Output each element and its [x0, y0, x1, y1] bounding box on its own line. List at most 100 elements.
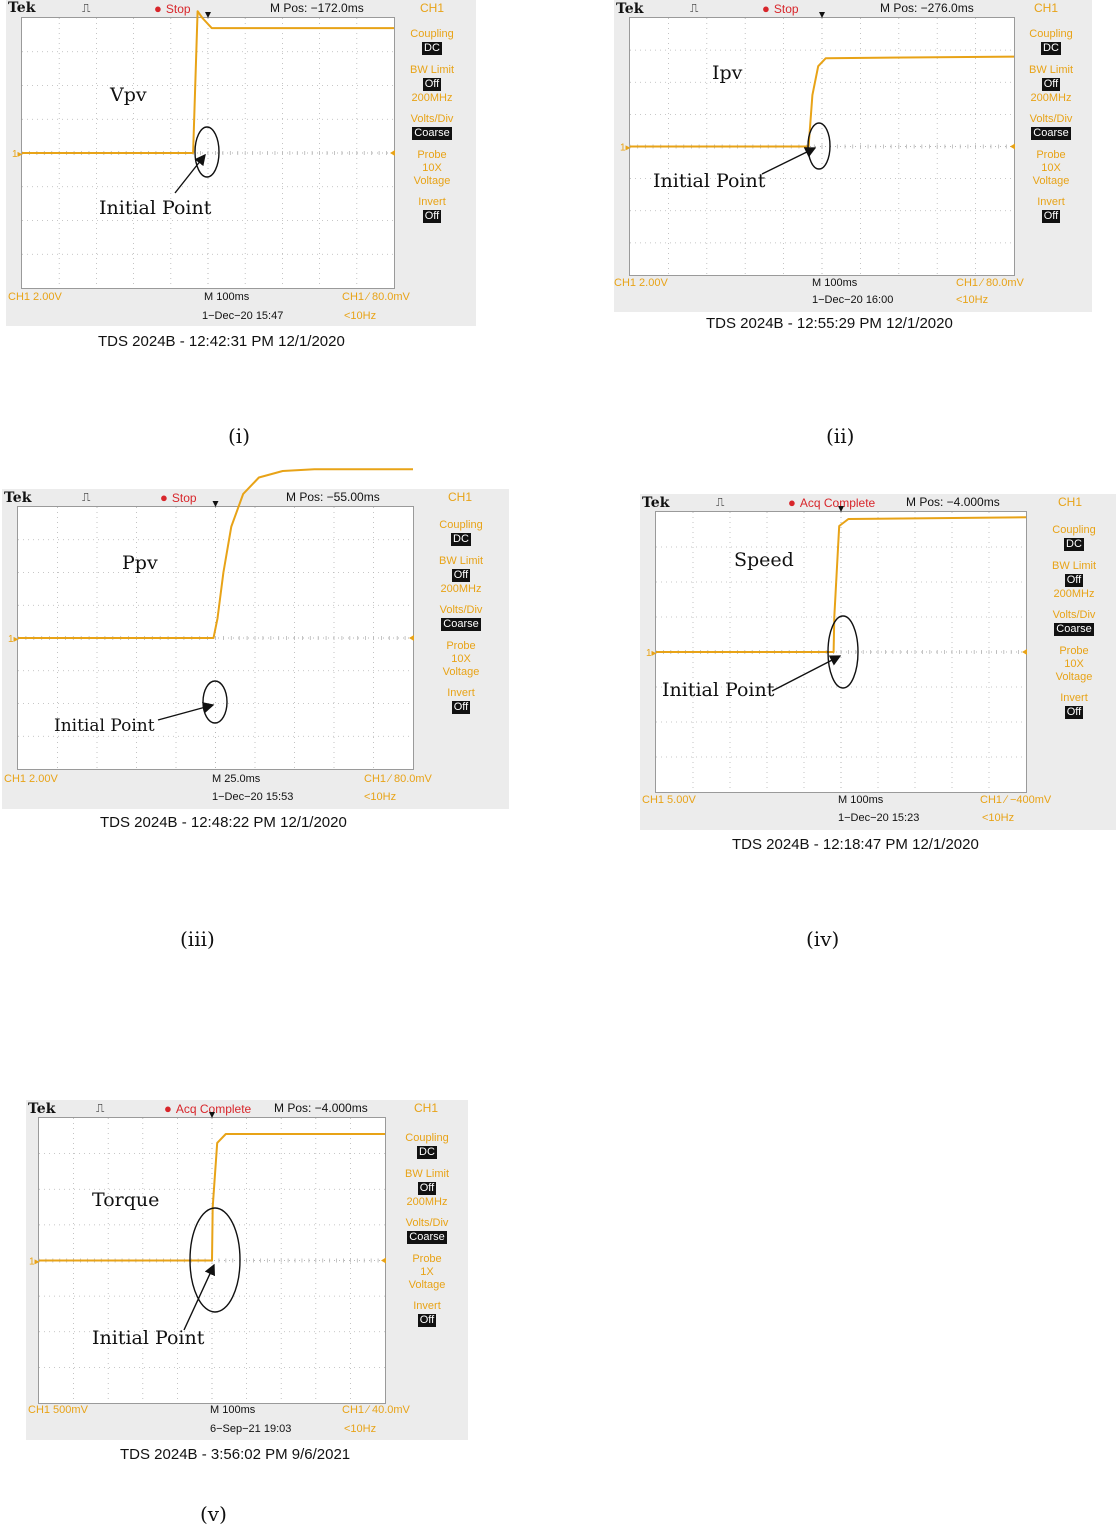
- menu-item-subtext: 10X: [1064, 658, 1084, 670]
- menu-item-label: Volts/Div: [405, 1217, 449, 1229]
- trace-plot: 1▸: [12, 10, 395, 288]
- menu-item-subtext: 1X: [420, 1266, 434, 1278]
- trigger-frequency: <10Hz: [344, 1423, 377, 1435]
- trigger-level-icon: [381, 1257, 386, 1264]
- menu-item-value: DC: [1041, 42, 1061, 55]
- trigger-level-icon: [390, 150, 395, 156]
- menu-item-label: Coupling: [410, 28, 454, 40]
- initial-point-label: Initial Point: [99, 197, 212, 219]
- scope-caption: TDS 2024B - 12:55:29 PM 12/1/2020: [706, 315, 953, 332]
- timebase: M 25.0ms: [212, 773, 261, 785]
- menu-item-subtext: 10X: [422, 162, 442, 174]
- capture-date: 1−Dec−20 15:53: [212, 791, 294, 803]
- scope-header: Tek ⎍ Stop M Pos: −172.0ms CH1: [6, 0, 476, 18]
- acquisition-state: Acq Complete: [788, 495, 875, 510]
- menu-item-label: Probe: [1036, 149, 1066, 161]
- run-mode-icon: ⎍: [96, 1101, 105, 1115]
- scope-caption: TDS 2024B - 3:56:02 PM 9/6/2021: [120, 1446, 351, 1463]
- signal-label: Ppv: [122, 552, 158, 574]
- menu-item-value: Coarse: [407, 1231, 447, 1244]
- menu-item-value: Coarse: [1054, 623, 1094, 636]
- initial-point-label: Initial Point: [662, 679, 775, 701]
- panel-label: (iv): [806, 927, 840, 951]
- trigger-level: CH1 ∕ 80.0mV: [956, 277, 1024, 289]
- menu-item-label: Invert: [413, 1300, 441, 1312]
- menu-item-label: Probe: [417, 149, 447, 161]
- menu-item-value: DC: [417, 1146, 437, 1159]
- menu-item-value: DC: [1064, 538, 1084, 551]
- timebase: M 100ms: [204, 291, 250, 303]
- horizontal-position: M Pos: −276.0ms: [880, 1, 974, 15]
- acquisition-state: Acq Complete: [164, 1101, 251, 1116]
- trigger-level-icon: [1010, 143, 1015, 150]
- brand-logo: Tek: [642, 495, 670, 511]
- channel-label: CH1: [420, 1, 445, 15]
- menu-item-label: Invert: [1037, 196, 1065, 208]
- initial-point-label: Initial Point: [653, 170, 766, 192]
- capture-date: 6−Sep−21 19:03: [210, 1423, 292, 1435]
- scope-footer: CH1 2.00V M 25.0ms 1−Dec−20 15:53 CH1 ∕ …: [2, 772, 509, 808]
- run-mode-icon: ⎍: [716, 495, 725, 509]
- horizontal-position: M Pos: −4.000ms: [274, 1101, 368, 1115]
- signal-label: Speed: [734, 549, 794, 571]
- menu-item-value: DC: [422, 42, 442, 55]
- trigger-level-icon: [409, 635, 414, 641]
- signal-label: Vpv: [110, 84, 147, 106]
- trigger-position-icon: [209, 1112, 215, 1118]
- scope-footer: CH1 2.00V M 100ms 1−Dec−20 15:47 CH1 ∕ 8…: [6, 290, 476, 326]
- channel-ground-marker: 1▸: [620, 143, 631, 154]
- channel-scale: CH1 2.00V: [4, 773, 58, 785]
- trigger-frequency: <10Hz: [344, 310, 377, 322]
- channel-scale: CH1 2.00V: [614, 277, 668, 289]
- channel-ground-marker: 1▸: [8, 634, 19, 645]
- scope-screen: 1▸: [8, 468, 414, 770]
- scope-screen: 1▸: [646, 506, 1027, 793]
- brand-logo: Tek: [4, 490, 32, 506]
- menu-item-subtext: Voltage: [413, 175, 451, 187]
- capture-date: 1−Dec−20 15:23: [838, 812, 920, 824]
- menu-item-label: Coupling: [1029, 28, 1073, 40]
- menu-item-label: Volts/Div: [410, 113, 454, 125]
- panel-label: (i): [228, 424, 251, 448]
- menu-item-subtext: 10X: [451, 653, 471, 665]
- horizontal-position: M Pos: −4.000ms: [906, 495, 1000, 509]
- menu-item-label: Probe: [446, 640, 476, 652]
- scope-header: Tek ⎍ Stop M Pos: −55.00ms CH1: [2, 489, 509, 507]
- scope-caption: TDS 2024B - 12:18:47 PM 12/1/2020: [732, 836, 979, 853]
- channel-label: CH1: [414, 1101, 439, 1115]
- run-mode-icon: ⎍: [82, 490, 91, 504]
- trigger-level-icon: [1022, 649, 1027, 655]
- brand-logo: Tek: [616, 1, 644, 17]
- trigger-level: CH1 ∕ 40.0mV: [342, 1404, 410, 1416]
- scope-panel-5: Tek ⎍ Acq Complete M Pos: −4.000ms CH1 1…: [26, 1100, 468, 1440]
- menu-item-label: Coupling: [1052, 524, 1096, 536]
- trigger-position-icon: [212, 501, 219, 507]
